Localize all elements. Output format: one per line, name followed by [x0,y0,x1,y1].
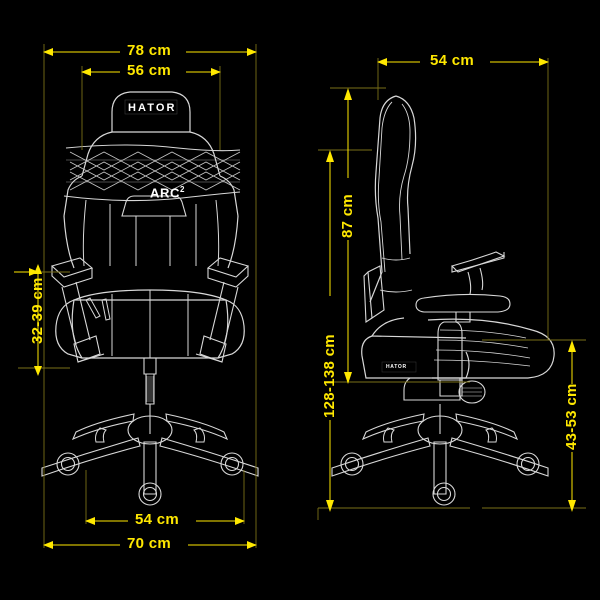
backrest-model-text: ARC [150,185,180,201]
dimension-label-front-base-inner-width: 54 cm [135,511,180,528]
dimension-label-side-depth: 54 cm [430,52,475,69]
headrest-logo: HATOR [128,102,177,114]
side-lower-armrest [415,293,511,323]
front-right-armrest [195,257,250,363]
dimension-label-front-base-outer-width: 70 cm [127,535,172,552]
dimension-label-front-backrest-width: 56 cm [127,62,172,79]
side-seat-logo: HATOR [386,364,407,370]
extension-lines [18,44,586,548]
front-casters [56,427,244,506]
front-left-armrest [50,257,105,363]
dimension-label-front-armrest-height: 32-39 cm [29,277,46,344]
dimension-label-side-total-height: 128-138 cm [321,334,338,418]
dimension-label-side-backrest-height: 87 cm [339,193,356,238]
dimension-label-front-overall-width: 78 cm [127,42,172,59]
front-view-chair [41,91,259,506]
dimension-label-side-seat-height: 43-53 cm [563,383,580,450]
backrest-model-superscript: 2 [179,185,186,194]
side-casters [340,427,540,506]
side-upper-armrest [450,251,506,295]
backrest-model-label: ARC2 [150,185,186,201]
side-view-chair [331,95,555,506]
dimension-lines [14,48,576,549]
